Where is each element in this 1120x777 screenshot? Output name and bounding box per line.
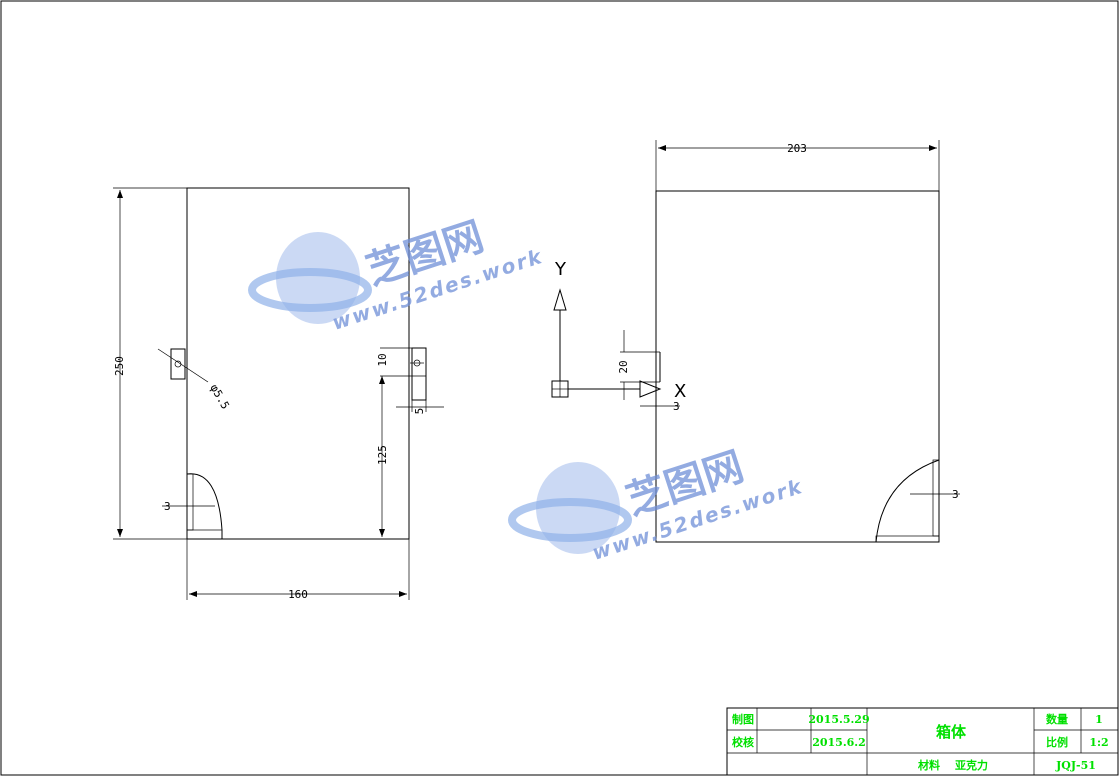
part-name: 箱体 (936, 723, 967, 741)
qty-label: 数量 (1046, 712, 1068, 726)
title-block: 制图 2015.5.29 校核 2015.6.2 箱体 数量 1 比例 1:2 … (726, 707, 1119, 776)
side-corner-arc (875, 459, 940, 543)
qty-value: 1 (1095, 713, 1103, 726)
dim-side-width: 203 (787, 142, 807, 155)
left-hole-box (170, 348, 186, 380)
watermark-upper: 芝图网 www.52des.work (248, 214, 546, 335)
side-view-outline (655, 190, 940, 543)
scale-label: 比例 (1046, 735, 1068, 749)
dim-side-thickness-left: 3 (673, 400, 680, 413)
front-view-outline (186, 187, 410, 540)
dim-slot-height: 10 (376, 353, 389, 366)
dim-side-thickness-right: 3 (952, 488, 959, 501)
watermark-lower: 芝图网 www.52des.work (508, 444, 806, 565)
material-label: 材料 (918, 758, 940, 772)
checked-label: 校核 (732, 735, 754, 749)
dim-slot-width: 5 (413, 408, 426, 415)
dim-lower-height: 125 (376, 445, 389, 465)
ucs-x-label: X (674, 381, 686, 402)
dim-width: 160 (288, 588, 308, 601)
dim-height: 250 (113, 356, 126, 376)
drawing-number: JQJ-51 (1055, 759, 1096, 772)
checked-date: 2015.6.2 (812, 736, 866, 749)
scale-value: 1:2 (1089, 736, 1108, 749)
side-view: 203 20 3 3 (617, 140, 960, 543)
ucs-icon: Y X (551, 259, 686, 402)
dim-wall-thickness: 3 (164, 500, 171, 513)
drawn-date: 2015.5.29 (808, 713, 869, 726)
front-view: 250 160 125 10 5 φ5.5 3 (113, 187, 444, 601)
ucs-y-label: Y (554, 259, 567, 280)
right-slot (411, 347, 427, 401)
dim-hole: φ5.5 (207, 382, 232, 411)
material-value: 亚克力 (955, 758, 988, 772)
drawn-label: 制图 (732, 712, 754, 726)
front-corner-arc (186, 473, 223, 539)
dim-side-slot-height: 20 (617, 360, 630, 373)
